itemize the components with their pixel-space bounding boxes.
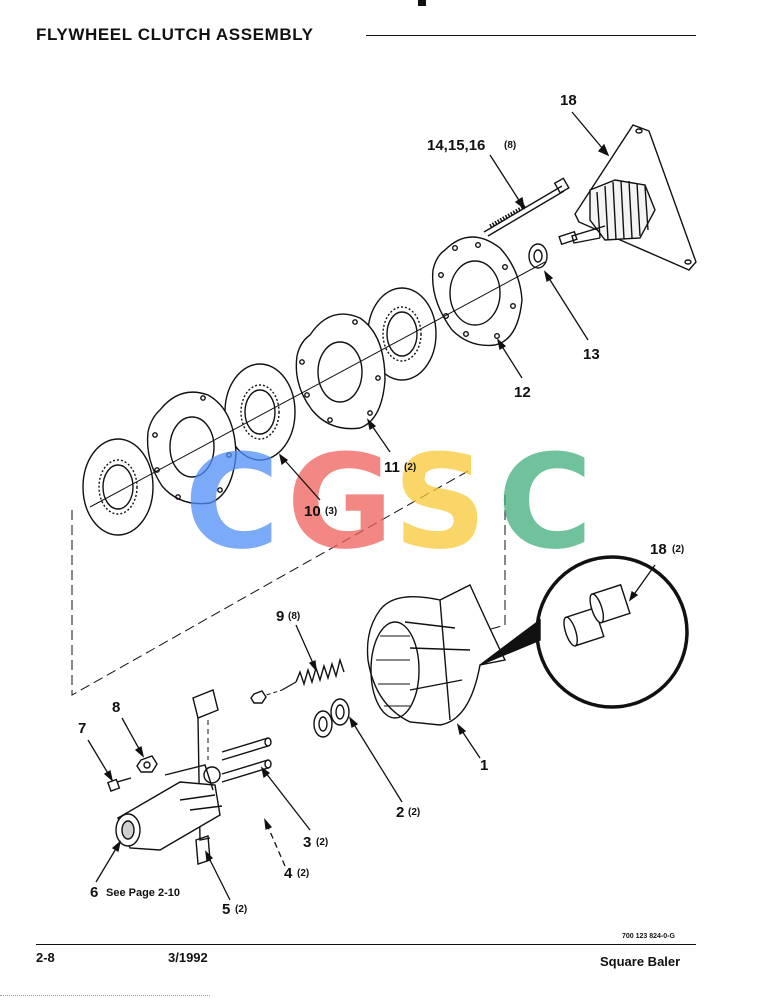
callout-10: 10 [304,503,321,520]
leader-lines [87,111,656,901]
callout-3: 3 [303,834,311,851]
friction-disc-c [82,438,154,536]
callout-14-qty: (8) [504,140,516,151]
callout-11: 11 [384,459,400,476]
part-14-bolt [483,177,570,237]
callout-9-qty: (8) [288,611,300,622]
part-2-washers [313,698,350,738]
scan-artifact [0,995,210,998]
part-3-pins [221,737,272,783]
separator-plate-b [146,391,237,505]
cgsc-watermark: C G S C [184,426,592,578]
callout-18-qty: (2) [672,544,684,555]
part-9-spring [259,657,345,698]
watermark-letter-4: C [497,426,592,578]
assembly-axis-line [89,261,546,508]
callout-14-15-16: 14,15,16 [427,137,485,154]
watermark-letter-2: G [287,426,394,578]
callout-6: 6 [90,884,98,901]
callout-17: 18 [560,92,577,109]
part-18-bushing-detail [479,555,689,709]
publication-date: 3/1992 [168,950,208,965]
callout-12: 12 [514,384,531,401]
callout-4: 4 [284,865,293,882]
friction-disc-b [224,363,296,461]
callout-8: 8 [112,699,120,716]
part-7-screw [106,777,132,792]
part-8-nut [136,755,158,773]
part-12-pressure-plate [431,236,523,347]
separator-plate-a [295,313,386,430]
callout-2-qty: (2) [408,807,420,818]
part-13-washer [528,243,548,269]
callout-10-qty: (3) [325,506,337,517]
assembly-bracket-left [71,469,471,696]
callout-5-qty: (2) [235,904,247,915]
page-title: FLYWHEEL CLUTCH ASSEMBLY [36,25,314,44]
footer-rule [36,944,696,945]
callout-6-note: See Page 2-10 [106,887,180,899]
watermark-letter-1: C [184,426,279,578]
part-6-yoke [115,764,223,851]
callout-18: 18 [650,541,667,558]
callout-4-qty: (2) [297,868,309,879]
callout-5: 5 [222,901,230,918]
callout-2: 2 [396,804,404,821]
callout-labels: 18 14,15,16 (8) 13 12 11 (2) 10 (3) 18 (… [78,92,684,918]
page-number: 2-8 [36,950,55,965]
book-title: Square Baler [600,954,681,969]
diagram-parts [71,124,697,865]
callout-9: 9 [276,608,284,625]
watermark-letter-3: S [393,426,487,578]
callout-7: 7 [78,720,86,737]
part-1-clutch-housing [366,584,507,726]
part-5-bracket [192,689,219,865]
part-17-drive-plate [558,124,697,271]
callout-1: 1 [480,757,488,774]
top-edge-fragment [418,0,426,6]
part-code: 700 123 824-0-G [622,933,675,940]
title-rule [366,35,696,36]
callout-13: 13 [583,346,600,363]
small-nut [250,690,267,704]
callout-11-qty: (2) [404,462,416,473]
callout-3-qty: (2) [316,837,328,848]
page-header: FLYWHEEL CLUTCH ASSEMBLY [36,25,696,49]
